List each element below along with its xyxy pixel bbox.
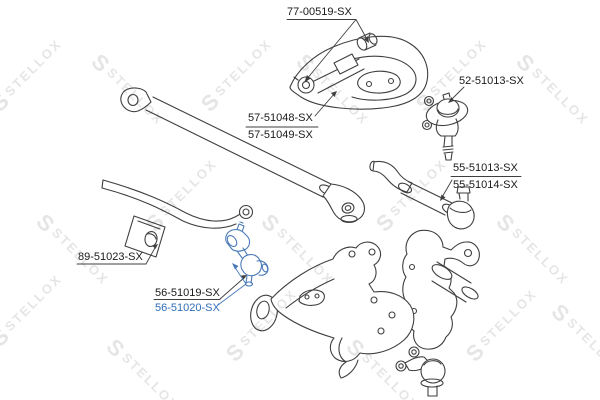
upper-ball-joint	[421, 92, 469, 161]
part-number-55-51014-sx: 55-51014-SX	[453, 179, 518, 191]
part-number-55-51013-sx: 55-51013-SX	[453, 162, 518, 174]
part-number-89-51023-sx: 89-51023-SX	[78, 251, 143, 263]
lower-control-arm	[250, 241, 415, 379]
part-number-56-51019-sx: 56-51019-SX	[155, 287, 220, 299]
part-number-57-51049-sx: 57-51049-SX	[248, 129, 313, 141]
part-number-52-51013-sx: 52-51013-SX	[459, 75, 524, 87]
leader-lines	[76, 19, 522, 306]
tie-rod-end	[369, 160, 475, 230]
lower-ball-joint	[395, 346, 446, 397]
strut-rod	[120, 87, 366, 224]
part-number-56-51020-sx-highlighted: 56-51020-SX	[155, 302, 220, 314]
stabilizer-bar	[101, 179, 254, 229]
part-number-77-00519-sx: 77-00519-SX	[287, 6, 352, 18]
upper-control-arm	[289, 32, 429, 110]
steering-knuckle	[402, 229, 480, 350]
part-number-57-51048-sx: 57-51048-SX	[248, 112, 313, 124]
stabilizer-link-highlighted	[225, 221, 269, 287]
